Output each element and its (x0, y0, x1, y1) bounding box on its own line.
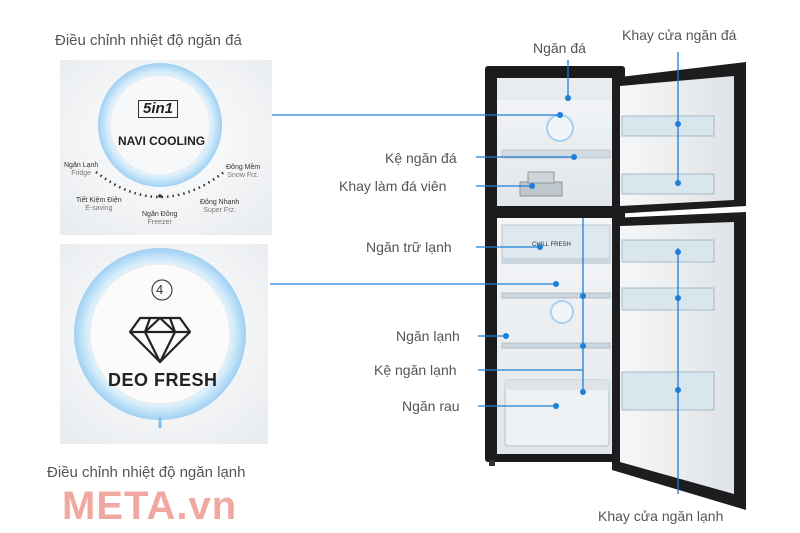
fridge-shelf-lower (501, 342, 611, 349)
chill-fresh-label: CHILL FRESH (532, 242, 571, 248)
fridge-door-bin-1 (621, 239, 715, 263)
chill-fresh-drawer (501, 224, 611, 264)
label-ngan-da: Ngăn đá (533, 40, 586, 56)
fridge-control-panel (60, 244, 268, 444)
freezer-shelf (501, 149, 611, 159)
meta-vn-logo: META.vn (62, 484, 238, 528)
label-ngan-rau: Ngăn rau (402, 398, 460, 414)
deo-fresh-label: DEO FRESH (108, 370, 218, 390)
five-in-one-logo: 5in1 (138, 100, 179, 118)
freezer-control-panel (60, 60, 272, 235)
leader-dots (503, 95, 681, 409)
freezer-control-caption: Điều chỉnh nhiệt độ ngăn đá (55, 32, 242, 49)
label-ke-ngan-da: Kệ ngăn đá (385, 150, 457, 166)
label-khay-cua-ngan-lanh: Khay cửa ngăn lạnh (598, 508, 724, 524)
label-khay-lam-da: Khay làm đá viên (339, 178, 447, 194)
label-ngan-lanh: Ngăn lạnh (396, 328, 460, 344)
freezer-door-bin-upper (621, 115, 715, 137)
fridge-door-bin-2 (621, 287, 715, 311)
level-indicator-icon (151, 279, 173, 301)
freezer-setting-arc (95, 171, 225, 199)
leader-lines (270, 52, 679, 494)
fridge-dial-level: 4 (156, 282, 164, 297)
label-ngan-tru-lanh: Ngăn trữ lạnh (366, 239, 452, 255)
fridge-door-bin-3 (621, 371, 715, 411)
fridge-shelf-upper (501, 292, 611, 299)
refrigerator: CHILL FRESH (485, 62, 746, 510)
fridge-control-caption: Điều chỉnh nhiệt độ ngăn lạnh (47, 464, 246, 481)
freezer-door-bin-lower (621, 173, 715, 195)
ice-maker-tray (519, 181, 563, 197)
diamond-icon (128, 316, 192, 364)
label-khay-cua-ngan-da: Khay cửa ngăn đá (622, 27, 737, 43)
navi-cooling-label: NAVI COOLING (118, 134, 206, 148)
label-ke-ngan-lanh: Kệ ngăn lạnh (374, 362, 457, 378)
